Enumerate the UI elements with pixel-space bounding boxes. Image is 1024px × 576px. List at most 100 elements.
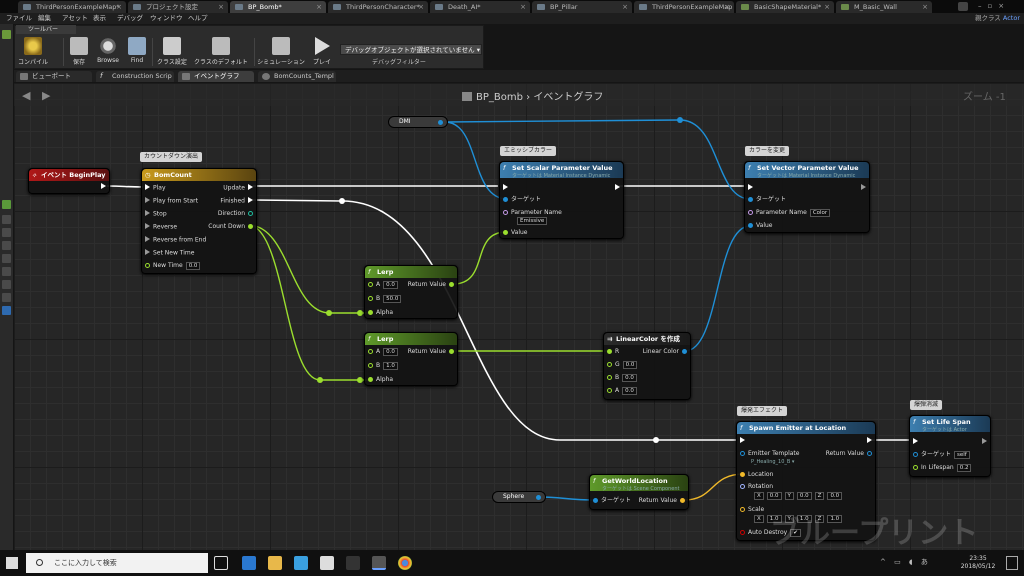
comment-bubble[interactable]: 爆発エフェクト <box>737 406 788 416</box>
tab-viewport[interactable]: ビューポート <box>16 71 92 82</box>
unreal-editor-icon[interactable] <box>372 556 386 570</box>
menu-edit[interactable]: 編集 <box>38 14 51 22</box>
exec-in-pin[interactable] <box>748 184 756 193</box>
menu-help[interactable]: ヘルプ <box>188 14 208 22</box>
dmi-variable-node[interactable]: DMI <box>388 116 448 128</box>
close-icon[interactable]: × <box>724 3 730 11</box>
doc-tab-thirdpersonexamplemap[interactable]: ThirdPersonExampleMap*× <box>18 1 126 13</box>
a-input[interactable]: 0.0 <box>622 387 637 395</box>
panel-icon[interactable] <box>2 293 11 302</box>
return-value-pin[interactable]: Return Value <box>408 281 454 289</box>
auto-destroy-pin[interactable]: Auto Destroy✔ <box>740 529 801 537</box>
back-arrow-icon[interactable]: ◀ <box>22 89 31 102</box>
linear-color-pin[interactable]: Linear Color <box>643 348 687 356</box>
close-icon[interactable]: × <box>520 3 526 11</box>
play-pin[interactable]: Play <box>145 184 166 193</box>
close-icon[interactable]: × <box>218 3 224 11</box>
class-settings-button[interactable]: クラス設定 <box>154 36 190 68</box>
location-pin[interactable]: Location <box>740 471 773 479</box>
doc-tab-death-ai[interactable]: Death_AI*× <box>430 1 530 13</box>
g-input[interactable]: 0.0 <box>622 361 638 369</box>
close-icon[interactable]: × <box>316 3 322 11</box>
reroute-knot[interactable] <box>357 310 363 316</box>
doc-tab-basicshapematerial[interactable]: BasicShapeMaterial*× <box>736 1 834 13</box>
reroute-knot[interactable] <box>653 437 659 443</box>
comment-bubble[interactable]: カウントダウン演出 <box>140 152 203 162</box>
direction-pin[interactable]: Direction <box>218 210 253 218</box>
return-value-pin[interactable]: Return Value <box>639 497 685 505</box>
panel-icon[interactable] <box>2 306 11 315</box>
doc-tab-bp-bomb[interactable]: BP_Bomb*× <box>230 1 326 13</box>
doc-tab-thirdpersonexamplemap-2[interactable]: ThirdPersonExampleMap× <box>634 1 734 13</box>
doc-tab-thirdpersoncharacter[interactable]: ThirdPersonCharacter*× <box>328 1 428 13</box>
reroute-knot[interactable] <box>357 377 363 383</box>
target-pin[interactable]: ターゲット <box>503 196 541 204</box>
class-defaults-button[interactable]: クラスのデフォルト <box>192 36 250 68</box>
panel-icon[interactable] <box>2 241 11 250</box>
reverse-pin[interactable]: Reverse <box>145 223 177 232</box>
reroute-knot[interactable] <box>317 377 323 383</box>
window-controls[interactable]: –▫× <box>978 2 1011 10</box>
notifications-icon[interactable] <box>1006 556 1018 570</box>
count-down-pin[interactable]: Count Down <box>208 223 253 231</box>
reverse-from-end-pin[interactable]: Reverse from End <box>145 236 206 245</box>
exec-in-pin[interactable] <box>913 438 921 447</box>
find-button[interactable]: Find <box>124 36 150 68</box>
b-input[interactable]: 0.0 <box>622 374 637 382</box>
b-input[interactable]: 1.0 <box>383 362 398 370</box>
update-pin[interactable]: Update <box>223 184 253 193</box>
close-icon[interactable]: × <box>824 3 830 11</box>
parameter-name-input[interactable]: Emissive <box>514 217 548 225</box>
edge-browser-icon[interactable] <box>242 556 256 570</box>
menu-window[interactable]: ウィンドウ <box>150 14 183 22</box>
add-icon[interactable] <box>2 30 11 39</box>
close-icon[interactable]: × <box>116 3 122 11</box>
event-beginplay-node[interactable]: ⟡イベント BeginPlay <box>28 168 110 194</box>
panel-icon[interactable] <box>2 280 11 289</box>
a-input[interactable]: 0.0 <box>383 281 398 289</box>
set-new-time-pin[interactable]: Set New Time <box>145 249 194 258</box>
tab-bomcounts-templ[interactable]: BomCounts_Templ <box>258 71 336 82</box>
menu-file[interactable]: ファイル <box>6 14 32 22</box>
exec-in-pin[interactable] <box>503 184 511 193</box>
task-view-icon[interactable] <box>214 556 228 570</box>
rotation-pin[interactable]: Rotation <box>740 483 773 491</box>
windows-start-icon[interactable] <box>6 557 18 569</box>
return-value-pin[interactable]: Return Value <box>408 348 454 356</box>
tab-event-graph[interactable]: イベントグラフ <box>178 71 254 82</box>
file-explorer-icon[interactable] <box>268 556 282 570</box>
add-icon[interactable] <box>2 200 11 209</box>
exec-out-pin[interactable] <box>864 437 872 446</box>
value-pin[interactable]: Value <box>503 229 527 237</box>
emitter-template-select[interactable]: P_Healing_10_B ▾ <box>751 459 795 465</box>
exec-out-pin[interactable] <box>98 183 106 192</box>
forward-arrow-icon[interactable]: ▶ <box>42 89 51 102</box>
alpha-pin[interactable]: Alpha <box>368 309 393 317</box>
finished-pin[interactable]: Finished <box>220 197 253 206</box>
target-input[interactable]: self <box>954 451 970 459</box>
mail-icon[interactable] <box>320 556 334 570</box>
exec-out-pin[interactable] <box>858 184 866 193</box>
reroute-knot[interactable] <box>326 310 332 316</box>
compile-button[interactable]: コンパイル <box>16 36 50 68</box>
doc-tab-bp-pillar[interactable]: BP_Pillar× <box>532 1 632 13</box>
doc-tab-m-basic-wall[interactable]: M_Basic_Wall× <box>836 1 932 13</box>
value-pin[interactable]: Value <box>748 222 772 230</box>
emitter-template-pin[interactable]: Emitter Template <box>740 450 799 458</box>
